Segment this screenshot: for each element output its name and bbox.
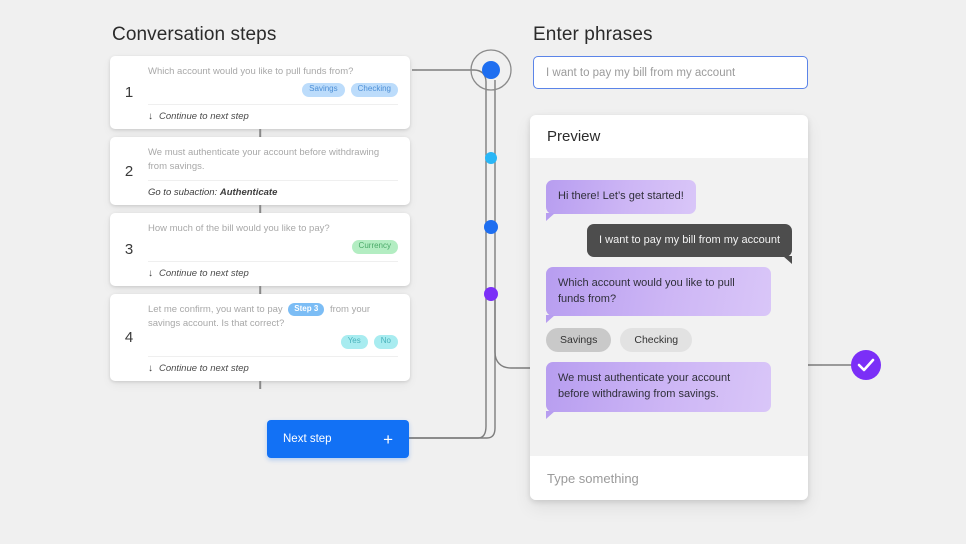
step-card-2[interactable]: 2 We must authenticate your account befo… — [110, 136, 410, 214]
chat-bubble-bot: We must authenticate your account before… — [546, 362, 771, 419]
chat-input[interactable]: Type something — [530, 456, 808, 500]
node-active-ring — [470, 49, 512, 91]
step-card-3[interactable]: 3 How much of the bill would you like to… — [110, 213, 410, 295]
step-footer-label: Continue to next step — [159, 110, 249, 122]
enter-phrases-heading: Enter phrases — [533, 24, 653, 45]
node-active[interactable] — [482, 61, 500, 79]
chat-bubble-bot: Hi there! Let’s get started! — [546, 180, 696, 221]
step-footer[interactable]: Go to subaction: Authenticate — [148, 180, 398, 205]
check-icon — [857, 358, 875, 372]
chip-checking[interactable]: Checking — [350, 82, 398, 97]
preview-title: Preview — [530, 115, 808, 158]
step-chip-row: Savings Checking — [148, 82, 398, 97]
subaction-value: Authenticate — [219, 187, 278, 199]
step-number: 1 — [124, 83, 134, 101]
chip-yes[interactable]: Yes — [340, 334, 368, 349]
step-prompt: Which account would you like to pull fun… — [148, 66, 354, 77]
preview-panel: Preview Hi there! Let’s get started! I w… — [530, 115, 808, 500]
step-number: 3 — [124, 241, 134, 259]
subaction-prefix: Go to subaction: — [148, 187, 218, 199]
step-footer[interactable]: ↓ Continue to next step — [148, 261, 398, 286]
step-prompt: Let me confirm, you want to pay Step 3 f… — [148, 303, 398, 331]
step-footer-label: Continue to next step — [159, 362, 249, 374]
card-connector — [259, 380, 261, 389]
conversation-steps-list: 1 Which account would you like to pull f… — [110, 56, 410, 389]
step-card-4[interactable]: 4 Let me confirm, you want to pay Step 3… — [110, 294, 410, 389]
step-prompt: How much of the bill would you like to p… — [148, 223, 330, 235]
arrow-down-icon: ↓ — [148, 110, 153, 122]
step-footer[interactable]: ↓ Continue to next step — [148, 103, 398, 129]
step-prompt-before: Let me confirm, you want to pay — [148, 304, 283, 316]
plus-icon: + — [383, 429, 393, 449]
chip-step-3[interactable]: Step 3 — [288, 303, 325, 317]
chat-message-list: Hi there! Let’s get started! I want to p… — [530, 158, 808, 456]
check-badge[interactable] — [851, 350, 881, 380]
chat-option-row: Savings Checking — [546, 328, 693, 353]
chip-currency[interactable]: Currency — [351, 240, 398, 255]
chip-savings[interactable]: Savings — [302, 82, 345, 97]
chat-bubble-user: I want to pay my bill from my account — [587, 223, 792, 264]
next-step-button[interactable]: Next step + — [267, 420, 409, 458]
step-prompt-after: from your savings account. Is that corre… — [148, 304, 371, 329]
chat-option-savings[interactable]: Savings — [546, 328, 612, 353]
step-footer-label: Continue to next step — [159, 268, 249, 280]
step-prompt: We must authenticate your account before… — [148, 146, 380, 172]
node-purple[interactable] — [484, 287, 498, 301]
step-number: 4 — [124, 328, 134, 346]
step-chip-row: Yes No — [148, 334, 398, 349]
arrow-down-icon: ↓ — [148, 362, 153, 374]
subaction-label: Go to subaction: Authenticate — [148, 187, 277, 198]
chip-no[interactable]: No — [373, 334, 398, 349]
card-connector — [259, 128, 261, 137]
chat-bubble-bot: Which account would you like to pull fun… — [546, 267, 771, 324]
card-connector — [259, 286, 261, 295]
node-blue[interactable] — [484, 220, 498, 234]
conversation-steps-heading: Conversation steps — [112, 24, 277, 45]
card-connector — [259, 205, 261, 214]
chat-option-checking[interactable]: Checking — [620, 328, 693, 353]
arrow-down-icon: ↓ — [148, 268, 153, 280]
step-card-1[interactable]: 1 Which account would you like to pull f… — [110, 56, 410, 137]
next-step-label: Next step — [283, 433, 332, 445]
node-cyan[interactable] — [485, 152, 497, 164]
step-footer[interactable]: ↓ Continue to next step — [148, 355, 398, 381]
step-chip-row: Currency — [148, 240, 398, 255]
phrase-input[interactable] — [533, 56, 808, 89]
step-number: 2 — [124, 162, 134, 180]
